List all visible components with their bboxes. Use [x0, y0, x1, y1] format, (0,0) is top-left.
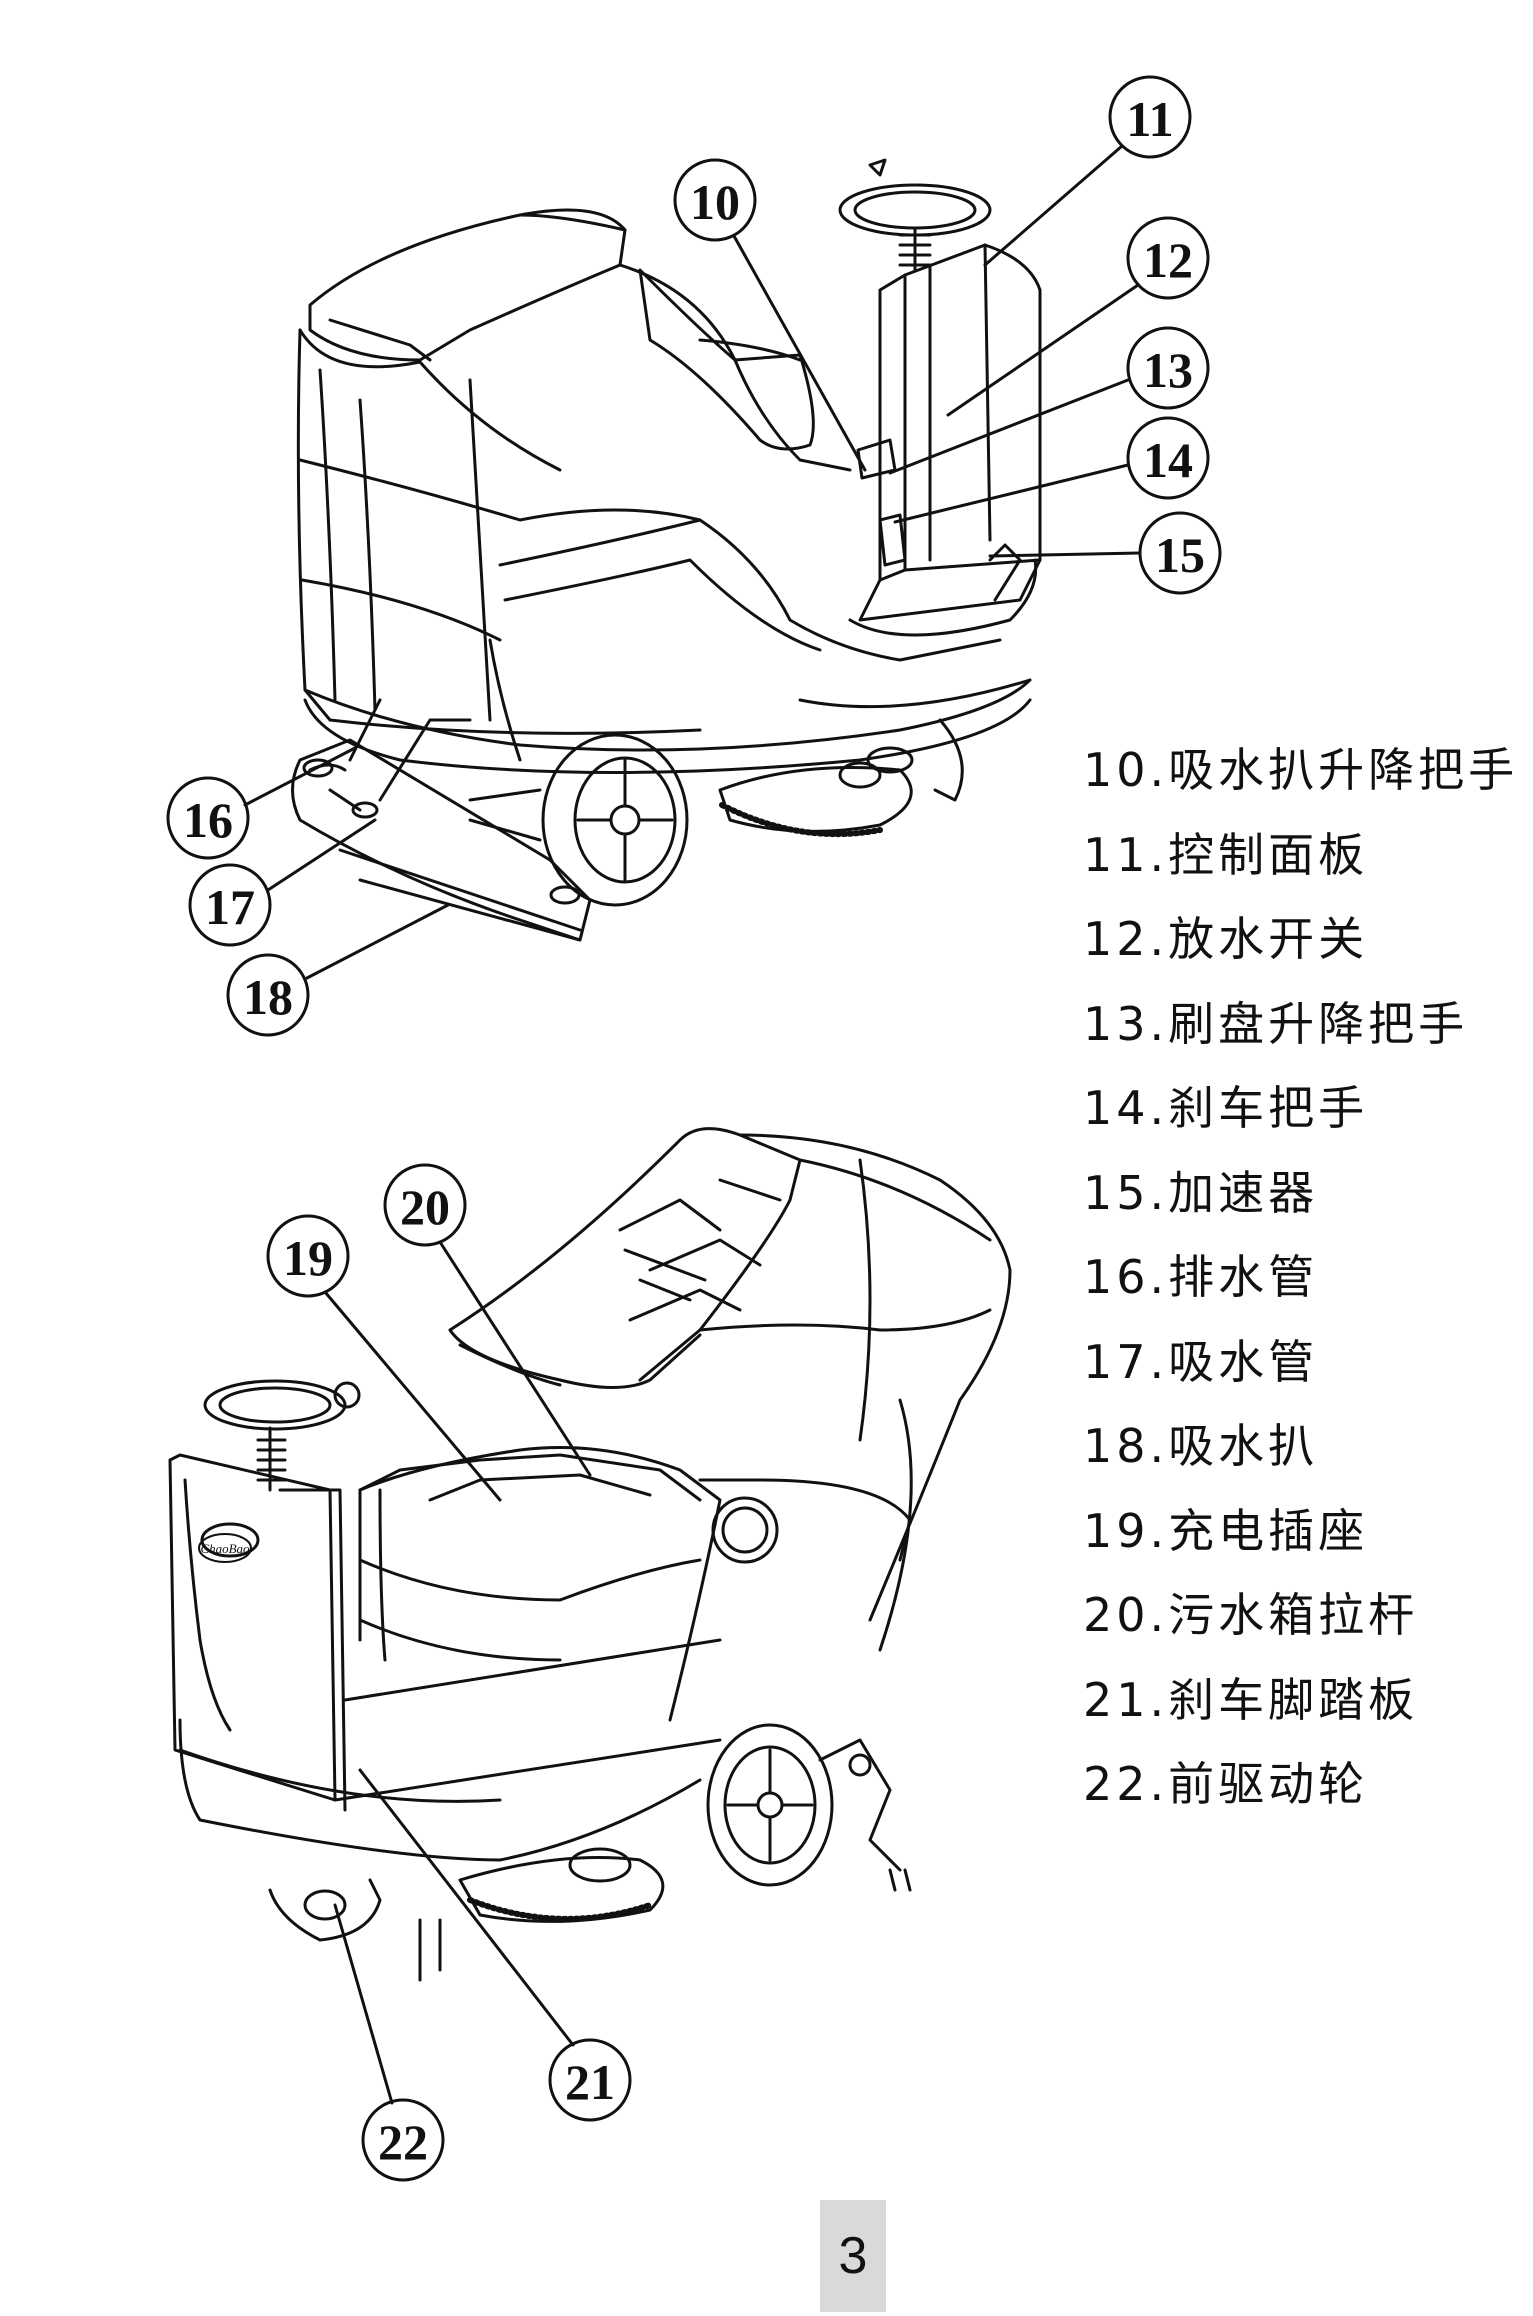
legend-item: 13.刷盘升降把手 — [1083, 996, 1469, 1051]
callout-14: 14 — [1143, 432, 1193, 488]
callout-11: 11 — [1126, 91, 1173, 147]
legend-item: 17.吸水管 — [1083, 1334, 1319, 1389]
top-callouts — [166, 75, 1222, 1037]
scrubber-rear-view — [291, 158, 1042, 942]
callout-20: 20 — [400, 1179, 450, 1235]
legend-item: 19.充电插座 — [1083, 1503, 1369, 1558]
callout-22: 22 — [378, 2114, 428, 2170]
bottom-callouts — [266, 1163, 632, 2182]
legend-item: 21.刹车脚踏板 — [1083, 1672, 1419, 1727]
brand-logo-text: ChaoBao — [200, 1541, 250, 1556]
callout-19: 19 — [283, 1230, 333, 1286]
scrubber-front-view — [168, 1127, 1012, 1982]
callout-18: 18 — [243, 969, 293, 1025]
callout-16: 16 — [183, 792, 233, 848]
legend-item: 20.污水箱拉杆 — [1083, 1588, 1419, 1642]
legend-item: 16.排水管 — [1083, 1250, 1319, 1304]
legend-item: 12.放水开关 — [1083, 912, 1369, 966]
parts-legend: 10.吸水扒升降把手 11.控制面板 12.放水开关 13.刷盘升降把手 14.… — [1083, 728, 1518, 1827]
callout-12: 12 — [1143, 232, 1193, 288]
legend-item: 22.前驱动轮 — [1083, 1757, 1369, 1811]
legend-item: 11.控制面板 — [1083, 827, 1369, 882]
legend-item: 14.刹车把手 — [1083, 1081, 1369, 1135]
callout-15: 15 — [1155, 527, 1205, 583]
callout-17: 17 — [205, 879, 255, 935]
callout-21: 21 — [565, 2054, 615, 2110]
legend-item: 18.吸水扒 — [1083, 1419, 1319, 1473]
legend-item: 15.加速器 — [1083, 1165, 1319, 1220]
brand-logo — [198, 1533, 252, 1563]
callout-10: 10 — [690, 174, 740, 230]
page-number-box: 3 — [820, 2200, 886, 2312]
callout-13: 13 — [1143, 342, 1193, 398]
page-number: 3 — [838, 2227, 868, 2285]
legend-item: 10.吸水扒升降把手 — [1083, 743, 1519, 797]
callout-labels: 10 11 12 13 14 15 16 17 18 19 20 21 22 — [183, 91, 1205, 2170]
